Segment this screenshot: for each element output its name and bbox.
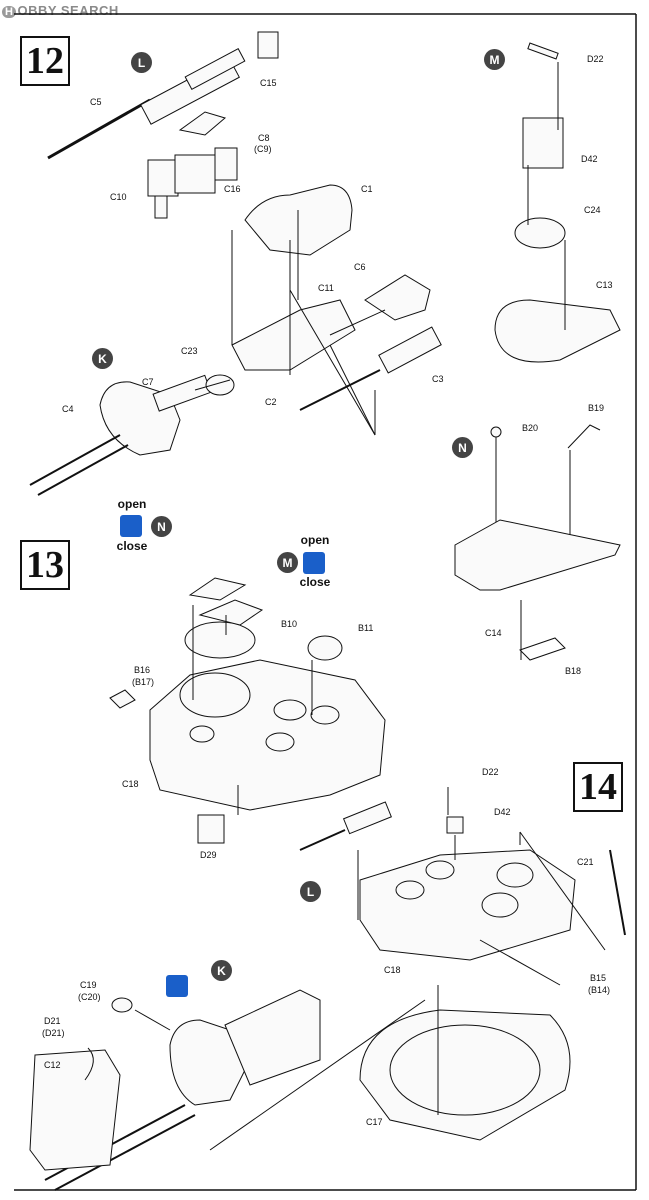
label-b20: B20 — [522, 423, 539, 433]
hatch-n — [188, 577, 247, 601]
part-c23 — [205, 374, 235, 396]
label-c21: C21 — [577, 857, 594, 867]
part-c14 — [454, 519, 621, 591]
label-c10: C10 — [110, 192, 127, 202]
label-c23: C23 — [181, 346, 198, 356]
part-c24 — [514, 217, 566, 249]
part-b16 — [109, 689, 136, 709]
part-d42 — [522, 117, 564, 169]
callout-m-step13: M — [277, 552, 298, 573]
label-b15: B15 — [590, 973, 607, 983]
label-c20: (C20) — [78, 992, 101, 1002]
label-c15: C15 — [260, 78, 277, 88]
callout-n-step13: N — [151, 516, 172, 537]
step-number-12: 12 — [20, 36, 70, 86]
close-label: close — [116, 539, 148, 553]
label-c16: C16 — [224, 184, 241, 194]
label-c3: C3 — [432, 374, 444, 384]
part-c6 — [364, 274, 431, 321]
step-number-13: 13 — [20, 540, 70, 590]
label-b17: (B17) — [132, 677, 155, 687]
label-c7: C7 — [142, 377, 154, 387]
label-c8: C8 — [258, 133, 270, 143]
step-number-14: 14 — [573, 762, 623, 812]
label-c4: C4 — [62, 404, 74, 414]
part-b18 — [519, 637, 566, 661]
callout-l: L — [131, 52, 152, 73]
open-label: open — [117, 497, 147, 511]
part-b19 — [567, 424, 601, 449]
label-c17: C17 — [366, 1117, 383, 1127]
label-c19: C19 — [80, 980, 97, 990]
open-label-2: open — [300, 533, 330, 547]
callout-m: M — [484, 49, 505, 70]
label-d29: D29 — [200, 850, 217, 860]
callout-n: N — [452, 437, 473, 458]
part-c18 — [149, 659, 386, 811]
label-c18-step14: C18 — [384, 965, 401, 975]
part-d29 — [197, 814, 225, 844]
label-d21-alt: (D21) — [42, 1028, 65, 1038]
label-d21: D21 — [44, 1016, 61, 1026]
label-b10: B10 — [281, 619, 298, 629]
mantlet-k-step14 — [169, 1019, 246, 1106]
label-c18: C18 — [122, 779, 139, 789]
label-d42: D42 — [581, 154, 598, 164]
label-d22-step14: D22 — [482, 767, 499, 777]
antenna-c21 — [609, 849, 626, 936]
open-close-icon-2 — [303, 552, 325, 574]
machine-gun-c5 — [47, 31, 279, 160]
part-b10 — [184, 621, 256, 659]
label-c5: C5 — [90, 97, 102, 107]
part-c3 — [378, 326, 442, 374]
label-c24: C24 — [584, 205, 601, 215]
label-b18: B18 — [565, 666, 582, 676]
hatch-m — [198, 599, 264, 626]
part-c8 — [178, 111, 227, 136]
part-c12 — [29, 1049, 121, 1171]
part-c19 — [111, 997, 133, 1013]
label-c11: C11 — [318, 283, 334, 293]
part-c17 — [359, 1009, 571, 1141]
machine-gun-l-step14 — [299, 801, 392, 851]
label-d22: D22 — [587, 54, 604, 64]
optional-part-icon — [166, 975, 188, 997]
label-b19: B19 — [588, 403, 605, 413]
label-b14: (B14) — [588, 985, 611, 995]
callout-k: K — [92, 348, 113, 369]
part-d21 — [84, 1047, 94, 1081]
label-c12: C12 — [44, 1060, 61, 1070]
part-c13 — [494, 299, 621, 363]
part-c16 — [174, 154, 216, 194]
part-d22 — [527, 42, 559, 60]
open-close-icon — [120, 515, 142, 537]
close-label-2: close — [299, 575, 331, 589]
label-c1: C1 — [361, 184, 373, 194]
part-b11 — [307, 635, 343, 661]
label-c14: C14 — [485, 628, 502, 638]
label-c13: C13 — [596, 280, 613, 290]
callout-l-step14: L — [300, 881, 321, 902]
part-c18-assembled — [359, 849, 576, 961]
part-c11 — [231, 299, 356, 371]
label-c9: (C9) — [254, 144, 272, 154]
label-b11: B11 — [358, 623, 374, 633]
callout-k-step14: K — [211, 960, 232, 981]
label-c2: C2 — [265, 397, 277, 407]
label-c6: C6 — [354, 262, 366, 272]
label-b16: B16 — [134, 665, 151, 675]
part-c10 — [147, 159, 179, 219]
part-d42-step14 — [446, 816, 464, 834]
part-b20 — [490, 426, 502, 438]
label-d42-step14: D42 — [494, 807, 511, 817]
